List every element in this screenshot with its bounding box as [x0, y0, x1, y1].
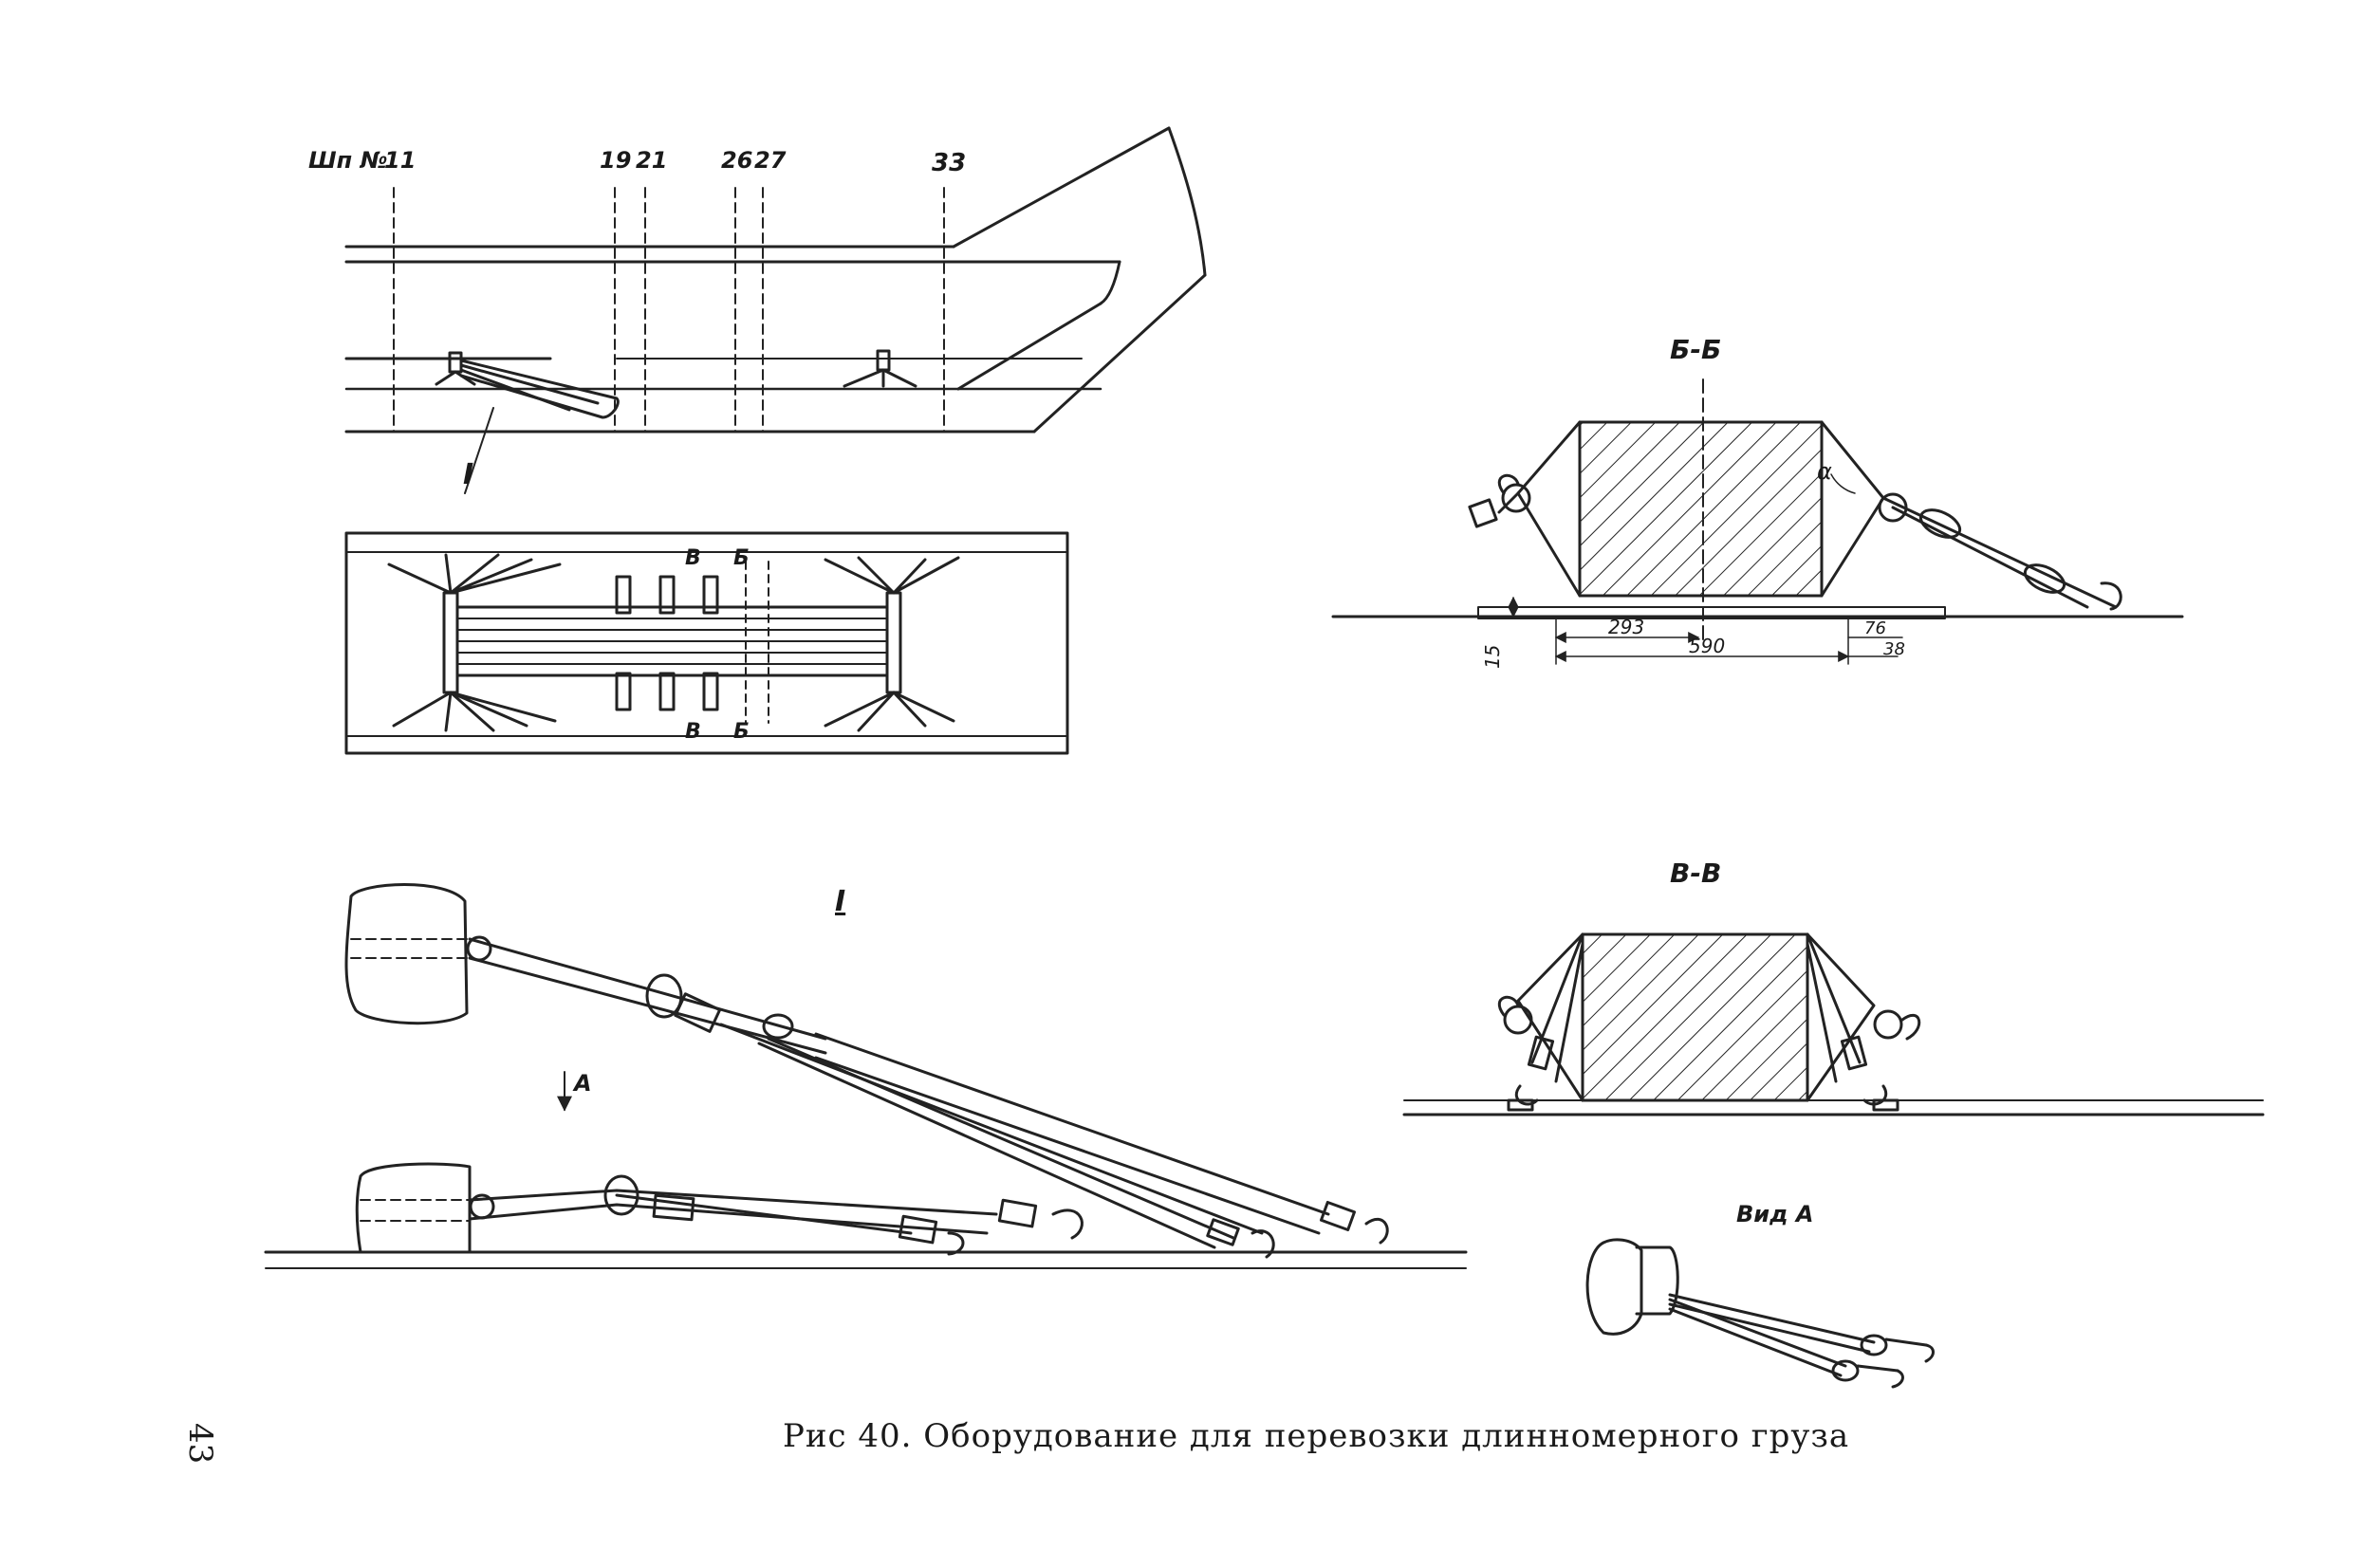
- plan-mark-v-bottom: В: [685, 720, 701, 744]
- dim-76-label: 76: [1864, 618, 1886, 638]
- dim-38-label: 38: [1883, 639, 1905, 659]
- section-bb-drawing: [1331, 378, 2184, 665]
- side-view-hull: [344, 126, 1207, 494]
- plan-view-hold: [344, 531, 1069, 755]
- plan-mark-v-top: В: [685, 546, 701, 570]
- frame-33-label: 33: [932, 149, 966, 177]
- view-a-title: Вид А: [1736, 1201, 1813, 1227]
- frame-27-label: 27: [754, 147, 787, 174]
- plan-mark-b-top: Б: [733, 546, 750, 570]
- angle-alpha-label: α: [1817, 458, 1832, 485]
- frame-prefix-label: Шп №: [308, 147, 387, 174]
- section-bb-title: Б-Б: [1670, 334, 1721, 365]
- view-a-drawing: [1585, 1238, 1935, 1389]
- plan-mark-b-bottom: Б: [733, 720, 750, 744]
- frame-19-label: 19: [600, 147, 631, 174]
- dim-15-label: 15: [1481, 645, 1504, 669]
- section-vv-title: В-В: [1670, 858, 1721, 889]
- callout-i-label: I: [463, 458, 473, 491]
- dim-293-label: 293: [1608, 616, 1644, 638]
- detail-i-drawing: [264, 883, 1468, 1269]
- frame-26-label: 26: [721, 147, 752, 174]
- detail-i-title: I: [835, 885, 845, 918]
- arrow-a-label: А: [572, 1070, 592, 1097]
- plan-section-marks: В Б В Б: [685, 546, 750, 744]
- figure-caption: Рис 40. Оборудование для перевозки длинн…: [783, 1417, 1849, 1455]
- page-number: 43: [181, 1423, 219, 1464]
- section-vv-drawing: [1402, 932, 2265, 1116]
- frame-11-label: 11: [384, 147, 416, 174]
- dim-590-label: 590: [1689, 635, 1725, 657]
- frame-21-label: 21: [636, 147, 667, 174]
- frame-labels: Шп № 11 19 21 26 27 33: [308, 147, 966, 177]
